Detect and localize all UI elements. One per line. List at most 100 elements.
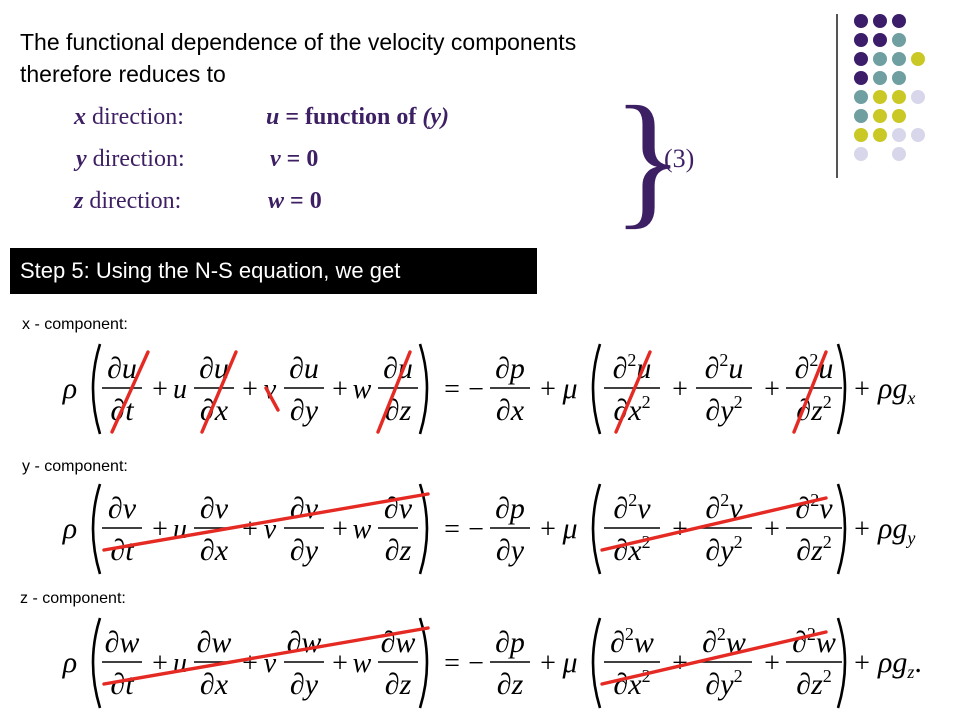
x-direction-expression: u = function of (y) bbox=[266, 104, 450, 130]
zz-viscous-term-part: ∂2v bbox=[795, 490, 833, 525]
time-derivative-part: ∂t bbox=[110, 394, 134, 427]
decor-dot bbox=[892, 52, 906, 66]
x-convective-derivative-part: ∂x bbox=[200, 394, 229, 427]
plus-sign: + bbox=[672, 648, 688, 679]
z-component-label: z - component: bbox=[20, 590, 126, 607]
decor-divider bbox=[836, 14, 838, 178]
y-convective-derivative-part: ∂u bbox=[289, 352, 319, 385]
decor-dot bbox=[892, 147, 906, 161]
strike-line bbox=[264, 386, 280, 412]
u-coefficient: u bbox=[173, 648, 187, 679]
v-coefficient: v bbox=[264, 648, 277, 679]
decor-dot bbox=[854, 128, 868, 142]
xx-viscous-term-part: ∂2w bbox=[610, 624, 654, 659]
v-coefficient: v bbox=[264, 514, 277, 545]
yy-viscous-term-part: ∂y2 bbox=[705, 666, 742, 701]
decor-dot bbox=[911, 128, 925, 142]
zz-viscous-term-part: ∂z2 bbox=[796, 532, 832, 567]
plus-sign: + bbox=[332, 374, 348, 405]
decor-dot bbox=[873, 71, 887, 85]
y-convective-derivative-part: ∂v bbox=[290, 492, 319, 525]
plus-sign: + bbox=[242, 514, 258, 545]
pressure-gradient-part: ∂p bbox=[495, 352, 525, 385]
plus-sign: + bbox=[540, 374, 556, 405]
w-coefficient: w bbox=[353, 648, 372, 679]
right-paren-1 bbox=[418, 343, 429, 435]
z-convective-derivative-part: ∂z bbox=[385, 534, 412, 567]
plus-sign: + bbox=[152, 514, 168, 545]
y-convective-derivative-part: ∂y bbox=[290, 534, 319, 567]
left-paren-1 bbox=[91, 343, 102, 435]
plus-sign: + bbox=[540, 514, 556, 545]
gravity-term: ρgz. bbox=[877, 646, 922, 682]
pressure-gradient-part: ∂x bbox=[496, 394, 525, 427]
zz-viscous-term-part: ∂2w bbox=[792, 624, 836, 659]
decor-dot bbox=[854, 147, 868, 161]
plus-sign: + bbox=[764, 648, 780, 679]
strike-line bbox=[600, 630, 828, 686]
decor-dot bbox=[854, 14, 868, 28]
yy-viscous-term-part: ∂2u bbox=[705, 350, 744, 385]
plus-sign: + bbox=[672, 514, 688, 545]
zz-viscous-term-part: ∂z2 bbox=[796, 666, 832, 701]
minus-sign: − bbox=[468, 374, 484, 405]
intro-text: The functional dependence of the velocit… bbox=[20, 26, 760, 90]
intro-line-2: therefore reduces to bbox=[20, 61, 226, 87]
plus-sign: + bbox=[152, 374, 168, 405]
x-convective-derivative-part: ∂v bbox=[200, 492, 229, 525]
right-brace: } bbox=[612, 76, 684, 242]
left-paren-2 bbox=[591, 617, 602, 709]
minus-sign: − bbox=[468, 648, 484, 679]
time-derivative-part: ∂t bbox=[110, 668, 134, 701]
x-momentum-equation: ρ∂u∂t+u∂u∂x+v∂u∂y+w∂u∂z=−∂p∂x+μ∂2u∂x2+∂2… bbox=[62, 343, 915, 435]
pressure-gradient-part: ∂p bbox=[495, 492, 525, 525]
z-momentum-equation: ρ∂w∂t+u∂w∂x+v∂w∂y+w∂w∂z=−∂p∂z+μ∂2w∂x2+∂2… bbox=[62, 617, 922, 709]
decor-dot bbox=[892, 14, 906, 28]
plus-sign: + bbox=[672, 374, 688, 405]
yy-viscous-term-part: ∂y2 bbox=[705, 532, 742, 567]
time-derivative-part: ∂w bbox=[105, 626, 140, 659]
decor-dot bbox=[873, 128, 887, 142]
z-convective-derivative-part: ∂z bbox=[385, 394, 412, 427]
strike-line bbox=[102, 492, 430, 552]
equals-sign: = bbox=[444, 514, 460, 545]
right-paren-2 bbox=[836, 483, 847, 575]
decor-dot bbox=[873, 33, 887, 47]
plus-sign: + bbox=[764, 514, 780, 545]
xx-viscous-term-part: ∂x2 bbox=[613, 532, 650, 567]
y-momentum-equation: ρ∂v∂t+u∂v∂x+v∂v∂y+w∂v∂z=−∂p∂y+μ∂2v∂x2+∂2… bbox=[62, 483, 915, 575]
right-paren-2 bbox=[836, 343, 847, 435]
decor-dot bbox=[892, 71, 906, 85]
plus-sign: + bbox=[854, 374, 870, 405]
y-component-label: y - component: bbox=[22, 458, 128, 475]
intro-line-1: The functional dependence of the velocit… bbox=[20, 29, 577, 55]
z-direction-expression: w = 0 bbox=[268, 188, 322, 214]
strike-line bbox=[614, 350, 652, 434]
step-banner: Step 5: Using the N-S equation, we get bbox=[10, 248, 537, 294]
strike-line bbox=[110, 350, 150, 434]
strike-line bbox=[200, 350, 238, 434]
plus-sign: + bbox=[242, 374, 258, 405]
x-direction-label: x direction: bbox=[74, 104, 184, 130]
rho-symbol: ρ bbox=[62, 646, 77, 679]
plus-sign: + bbox=[152, 648, 168, 679]
decor-dot bbox=[892, 90, 906, 104]
rho-symbol: ρ bbox=[62, 372, 77, 405]
w-coefficient: w bbox=[353, 514, 372, 545]
decor-dot bbox=[892, 109, 906, 123]
y-convective-derivative-part: ∂y bbox=[290, 394, 319, 427]
strike-line bbox=[102, 626, 430, 686]
pressure-gradient-part: ∂p bbox=[495, 626, 525, 659]
equals-sign: = bbox=[444, 374, 460, 405]
right-paren-1 bbox=[418, 617, 429, 709]
minus-sign: − bbox=[468, 514, 484, 545]
x-convective-derivative-part: ∂w bbox=[197, 626, 232, 659]
xx-viscous-term-part: ∂2u bbox=[613, 350, 652, 385]
right-paren-1 bbox=[418, 483, 429, 575]
plus-sign: + bbox=[242, 648, 258, 679]
left-paren-1 bbox=[91, 483, 102, 575]
z-direction-label: z direction: bbox=[74, 188, 182, 214]
xx-viscous-term-part: ∂2v bbox=[613, 490, 651, 525]
decor-dot bbox=[854, 109, 868, 123]
rho-symbol: ρ bbox=[62, 512, 77, 545]
